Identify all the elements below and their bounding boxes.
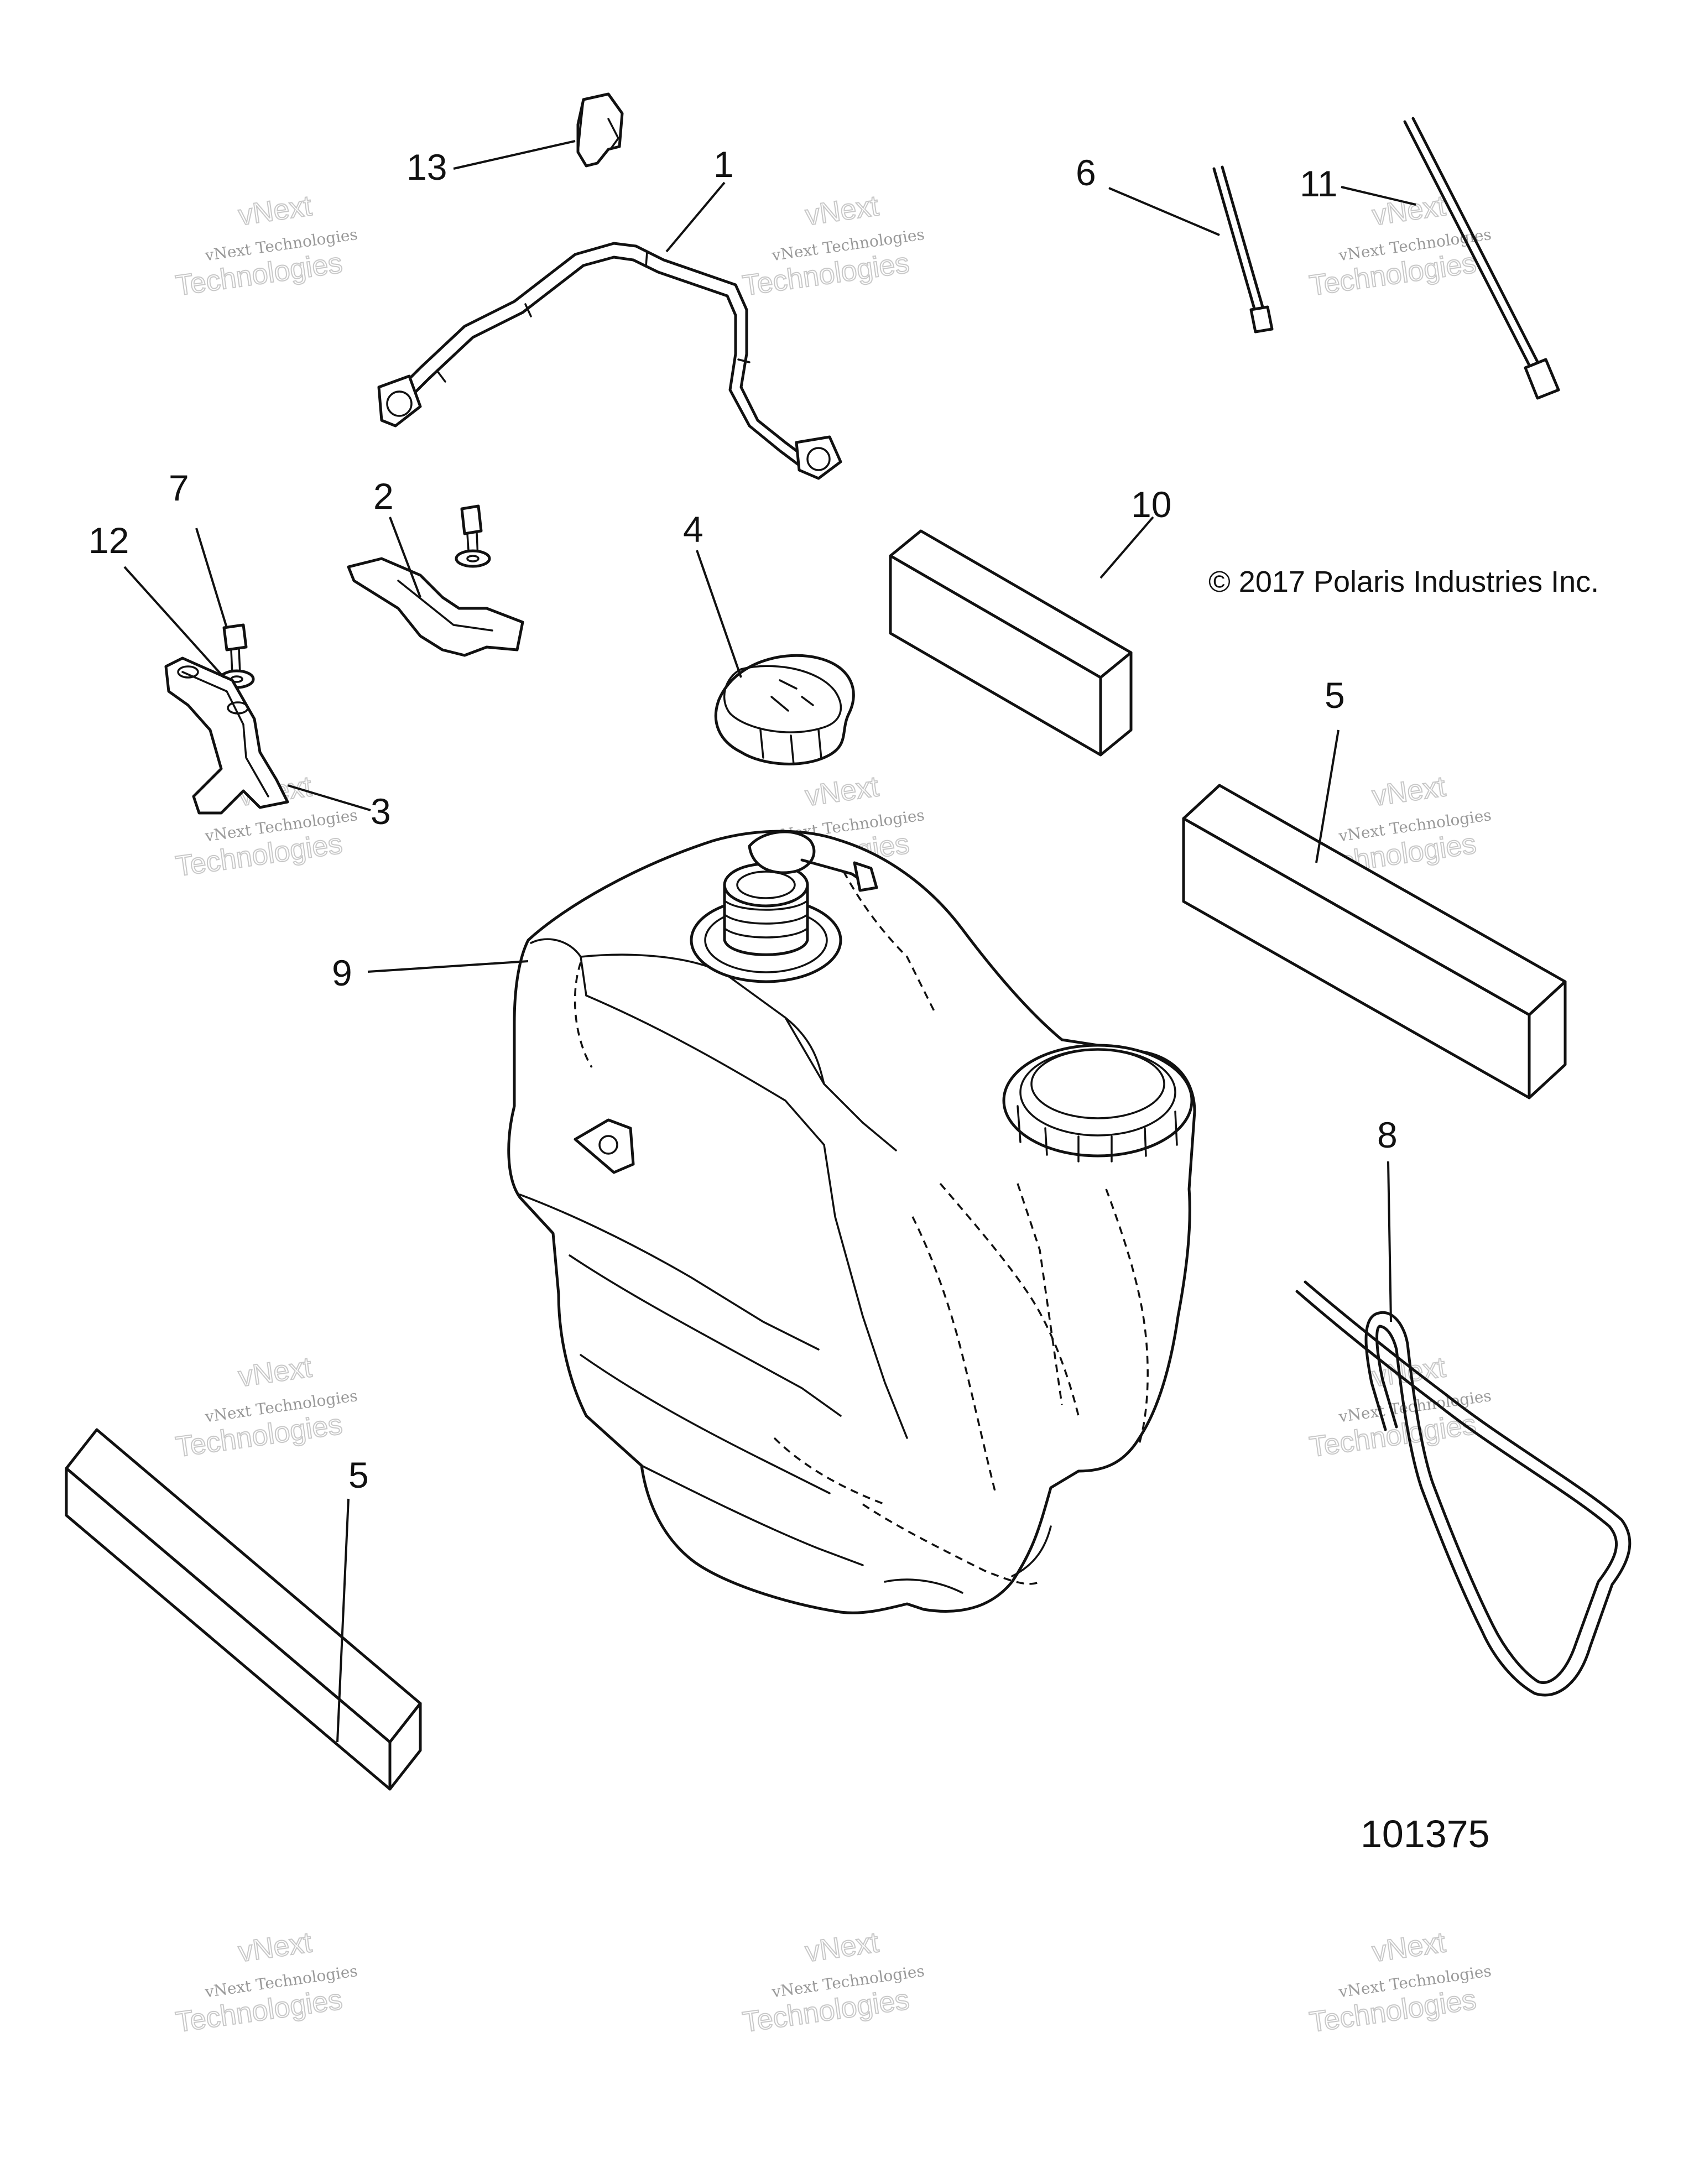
- leader-3: [287, 784, 371, 811]
- part-13-clip: [576, 92, 624, 168]
- leader-8: [1387, 1161, 1392, 1322]
- leader-lines: [123, 140, 1416, 1743]
- watermark: vNext vNext Technologies Technologies: [1307, 1926, 1493, 2039]
- leader-6: [1108, 187, 1220, 236]
- svg-text:vNext: vNext: [803, 190, 880, 232]
- leader-5-left: [336, 1498, 350, 1743]
- callout-2: 2: [373, 476, 394, 517]
- callout-3: 3: [371, 791, 391, 832]
- part-7-bolt: [222, 623, 248, 676]
- part-11-cable-tie: [1403, 117, 1560, 400]
- part-5-foam-strip-right: [1182, 784, 1567, 1099]
- leader-13: [453, 140, 576, 170]
- callout-4: 4: [683, 509, 703, 550]
- callouts: 13 1 6 11 7 12 2 4 10 5 3 9 8 5: [88, 144, 1398, 1495]
- callout-6: 6: [1076, 152, 1096, 193]
- svg-text:vNext: vNext: [236, 190, 314, 232]
- watermark: vNext vNext Technologies Technologies: [740, 1926, 926, 2039]
- part-5-foam-strip-left: [65, 1428, 422, 1791]
- part-2-bracket: [347, 504, 524, 657]
- leader-12: [123, 566, 225, 679]
- drawing-number: 101375: [1361, 1812, 1490, 1855]
- callout-5-left: 5: [348, 1455, 369, 1495]
- watermark: vNext vNext Technologies Technologies: [740, 189, 926, 303]
- watermark: vNext vNext Technologies Technologies: [173, 1926, 359, 2039]
- leader-9: [367, 960, 529, 973]
- leader-10: [1099, 516, 1154, 579]
- part-8-hose: [1295, 1280, 1632, 1697]
- callout-8: 8: [1377, 1114, 1398, 1155]
- svg-text:vNext: vNext: [803, 770, 880, 812]
- part-10-foam-strip: [889, 529, 1133, 757]
- svg-text:vNext: vNext: [1370, 770, 1447, 812]
- callout-5-right: 5: [1325, 675, 1345, 716]
- callout-12: 12: [88, 520, 129, 561]
- leader-5-right: [1315, 729, 1340, 863]
- copyright-notice: © 2017 Polaris Industries Inc.: [1208, 565, 1599, 598]
- callout-13: 13: [406, 147, 447, 187]
- leader-1: [665, 181, 726, 253]
- leader-7: [195, 528, 228, 628]
- leader-11: [1341, 186, 1416, 206]
- callout-9: 9: [332, 952, 352, 993]
- part-1-vent-line: [377, 242, 842, 480]
- part-4-fuel-cap: [714, 654, 855, 765]
- svg-text:vNext: vNext: [236, 1926, 314, 1968]
- watermark: vNext vNext Technologies Technologies: [173, 1351, 359, 1464]
- watermark: vNext vNext Technologies Technologies: [173, 189, 359, 303]
- callout-10: 10: [1131, 484, 1171, 525]
- svg-text:vNext: vNext: [236, 1351, 314, 1393]
- part-9-fuel-tank: [507, 830, 1196, 1614]
- callout-1: 1: [713, 144, 734, 185]
- callout-7: 7: [169, 467, 189, 508]
- leader-2: [389, 517, 421, 598]
- svg-text:vNext: vNext: [803, 1926, 880, 1968]
- svg-text:vNext: vNext: [1370, 1926, 1447, 1968]
- part-3-bracket: [164, 656, 289, 815]
- leader-4: [696, 550, 742, 678]
- part-6-cable-tie: [1212, 165, 1274, 333]
- callout-11: 11: [1300, 163, 1338, 204]
